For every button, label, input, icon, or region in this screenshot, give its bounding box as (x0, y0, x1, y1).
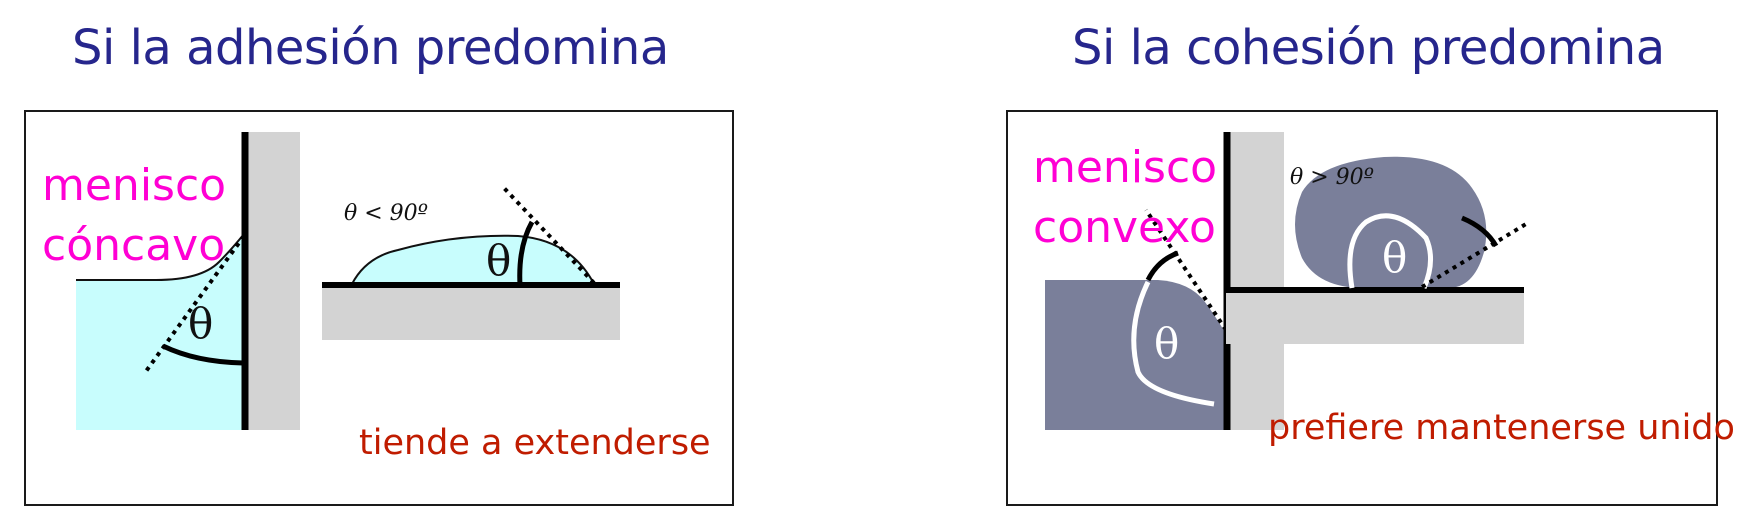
angle-arc (161, 343, 244, 366)
meniscus-label: menisco convexo (1033, 138, 1217, 258)
angle-condition: θ > 90º (1290, 165, 1374, 190)
drop-angle-arc (517, 220, 535, 286)
wetting-liquid (76, 234, 244, 430)
wall-solid (246, 132, 300, 430)
nonwetting-drop (1295, 156, 1487, 288)
drop-theta-symbol: θ (1382, 233, 1407, 282)
surface-solid (322, 288, 620, 340)
cohesion-panel: θ θ θ > 90º menisco convexo prefiere man… (1006, 110, 1735, 506)
wetting-drop (350, 234, 596, 285)
behavior-note: prefiere mantenerse unido (1268, 408, 1735, 448)
drop-tangent-dotted-line (502, 186, 596, 285)
meniscus-label-line1: menisco (1033, 142, 1218, 193)
liquid-surface-line (76, 233, 245, 281)
angle-condition: θ < 90º (344, 201, 428, 226)
drop-theta-symbol: θ (486, 236, 511, 285)
adhesion-title: Si la adhesión predomina (72, 20, 669, 76)
surface-solid (1226, 292, 1524, 344)
adhesion-panel: θ θ θ < 90º menisco cóncavo tiende a ext… (24, 110, 734, 506)
behavior-note: tiende a extenderse (359, 423, 711, 463)
cohesion-title: Si la cohesión predomina (1072, 20, 1665, 76)
drop-tangent-dotted-line (1420, 222, 1528, 289)
wall-solid (1228, 132, 1284, 430)
theta-symbol: θ (1154, 319, 1179, 368)
meniscus-label: menisco cóncavo (42, 156, 226, 276)
drop-angle-arc (1461, 215, 1499, 248)
theta-symbol: θ (188, 299, 213, 348)
cohesion-diagram: θ θ θ > 90º (1045, 132, 1528, 430)
inner-arc (1131, 280, 1215, 407)
angle-arc (1145, 250, 1179, 282)
tangent-dotted-line (1144, 208, 1228, 332)
tangent-dotted-line (142, 234, 246, 376)
meniscus-label-line2: cóncavo (42, 220, 226, 271)
drop-inner-arc (1347, 213, 1433, 289)
meniscus-label-line1: menisco (42, 160, 227, 211)
meniscus-label-line2: convexo (1033, 202, 1216, 253)
adhesion-diagram: θ θ θ < 90º (76, 132, 620, 430)
